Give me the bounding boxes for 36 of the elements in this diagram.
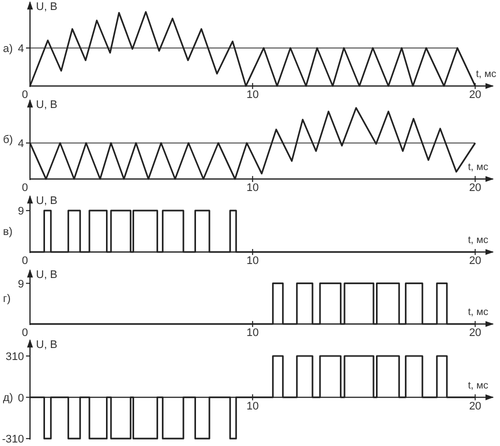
tick-label: 9 <box>18 206 24 218</box>
axis-title: t, мс <box>468 162 488 173</box>
axis-title: t, мс <box>468 307 488 318</box>
axis-title: t, мс <box>468 235 488 246</box>
axis-title: t, мс <box>476 69 496 80</box>
tick-label: 20 <box>469 182 482 194</box>
tick-label: 0 <box>22 182 28 194</box>
axis-title: U, В <box>36 99 58 111</box>
axis-title: U, В <box>36 339 58 351</box>
tick-label: 10 <box>246 182 259 194</box>
panel-label: г) <box>3 293 11 305</box>
axis-title: U, В <box>36 195 58 207</box>
tick-label: 10 <box>246 89 259 101</box>
panel-label: д) <box>3 392 14 404</box>
tick-label: 4 <box>18 138 24 150</box>
tick-label: 20 <box>469 400 482 412</box>
tick-label: 10 <box>246 327 259 339</box>
axis-title: t, мс <box>468 380 488 392</box>
panel-label: б) <box>3 134 13 146</box>
tick-label: 0 <box>22 89 28 101</box>
tick-label: 0 <box>18 392 24 404</box>
tick-label: 20 <box>469 89 482 101</box>
tick-label: 10 <box>246 255 259 267</box>
tick-label: 20 <box>469 327 482 339</box>
tick-label: 20 <box>469 255 482 267</box>
tick-label: 9 <box>18 278 24 290</box>
axis-title: U, В <box>36 269 58 281</box>
tick-label: 4 <box>18 43 24 55</box>
tick-label: -310 <box>2 434 24 446</box>
tick-label: 0 <box>22 255 28 267</box>
axis-title: U, В <box>36 1 58 13</box>
tick-label: 0 <box>22 327 28 339</box>
tick-label: 310 <box>6 351 24 363</box>
tick-label: 10 <box>246 400 259 412</box>
panel-label: в) <box>3 226 13 238</box>
panel-label: а) <box>3 43 13 55</box>
